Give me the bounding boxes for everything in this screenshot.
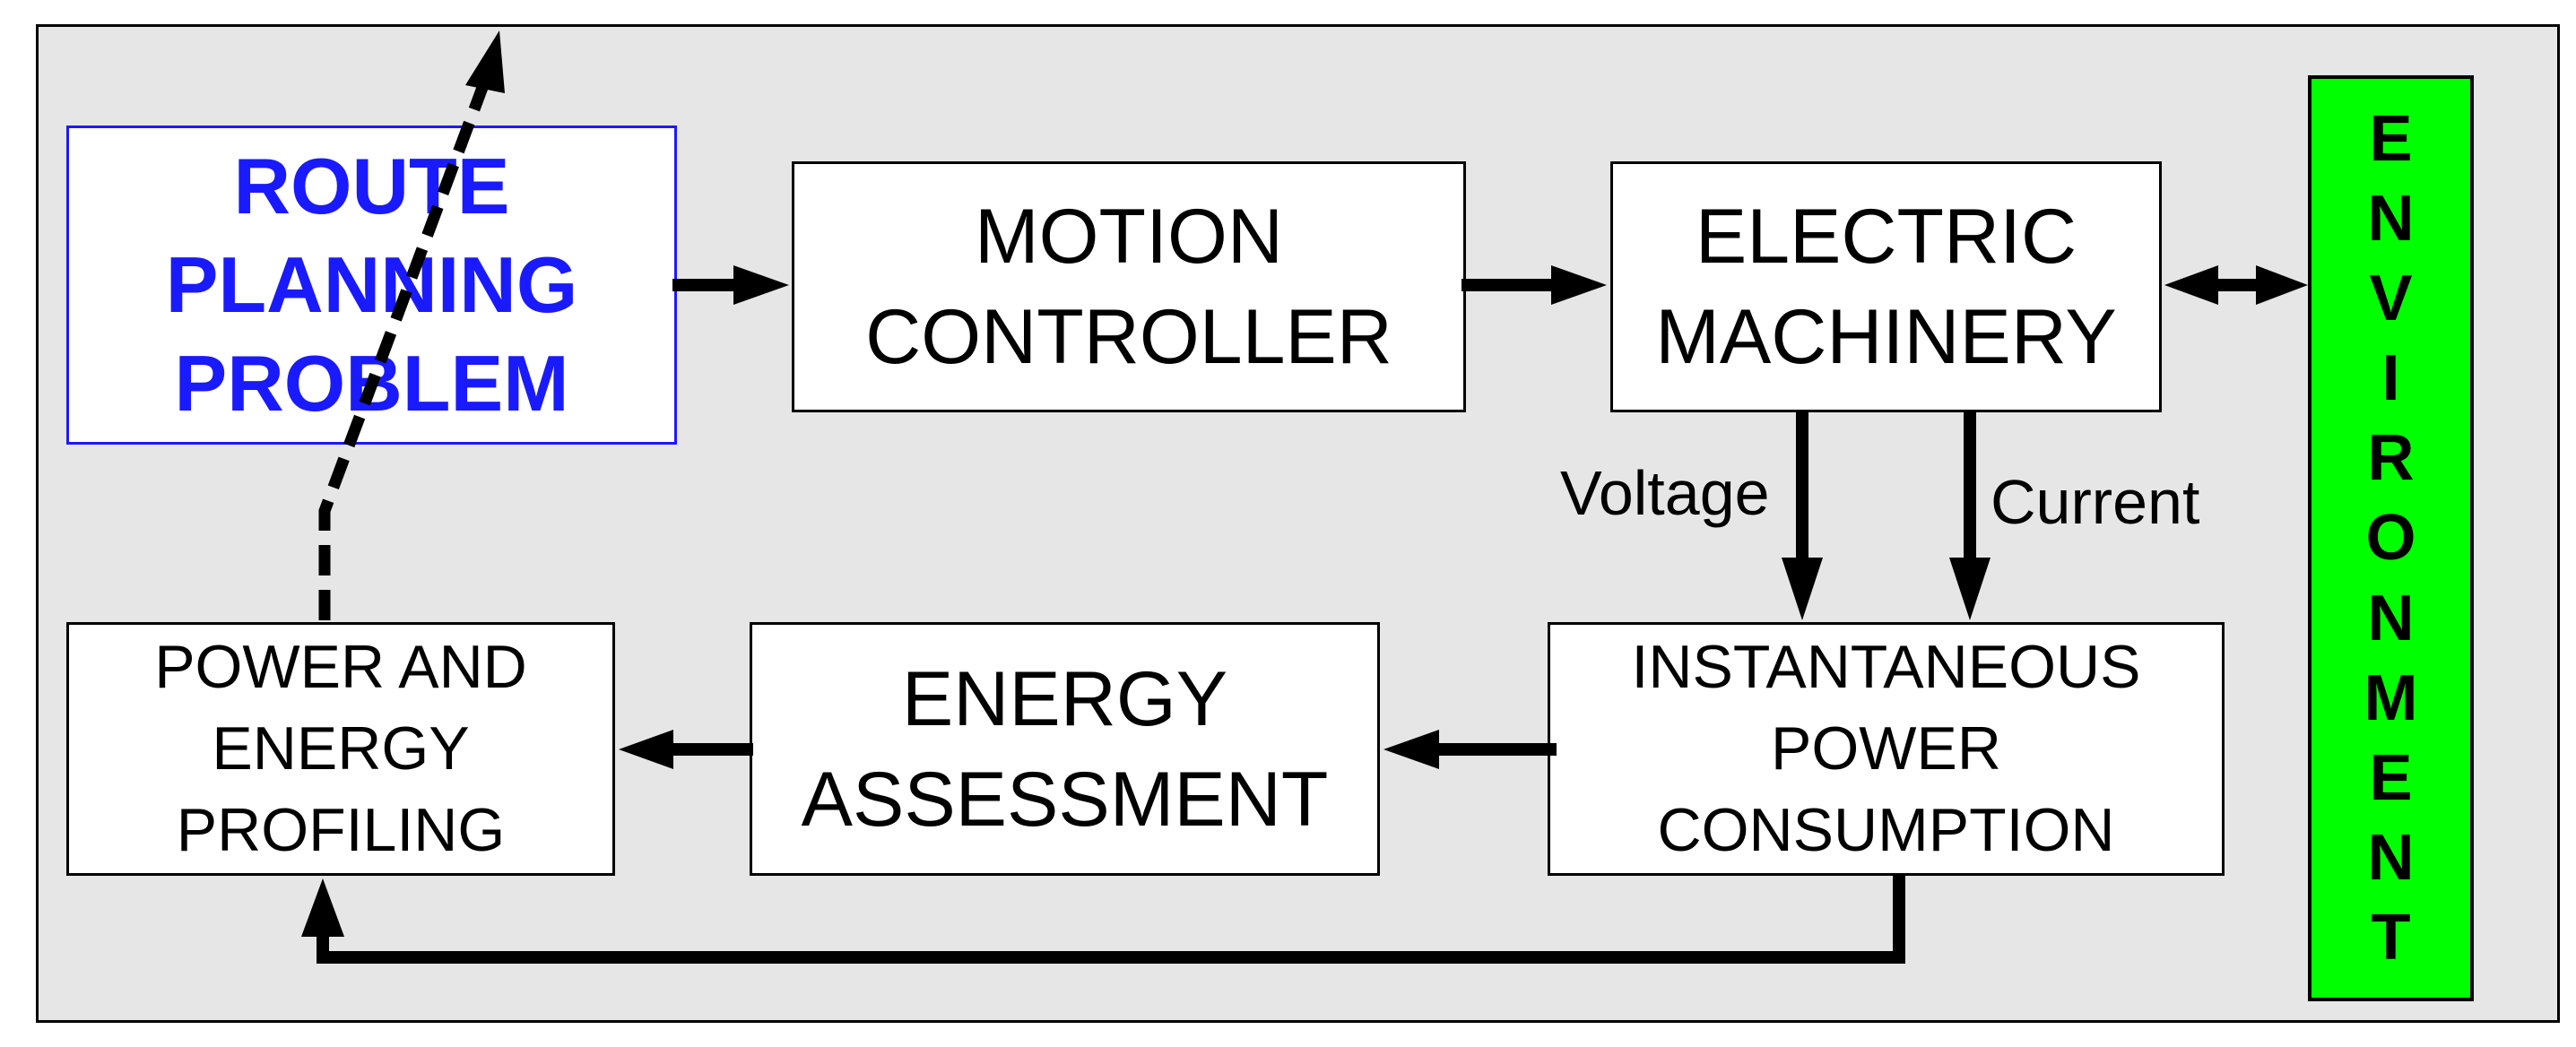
voltage-label: Voltage <box>1560 458 1770 528</box>
route-line-2: PLANNING <box>165 240 578 329</box>
assessment-line-2: ASSESSMENT <box>801 756 1329 843</box>
motion-controller-block: MOTION CONTROLLER <box>792 161 1466 412</box>
route-planning-problem-block: ROUTE PLANNING PROBLEM <box>66 125 677 445</box>
instantaneous-power-consumption-block: INSTANTANEOUS POWER CONSUMPTION <box>1548 622 2225 876</box>
environment-letter: N <box>2367 821 2415 894</box>
electric-line-1: ELECTRIC <box>1695 194 2077 280</box>
electric-line-2: MACHINERY <box>1655 294 2117 380</box>
profiling-line-1: POWER AND <box>154 633 527 701</box>
environment-letter: R <box>2367 422 2415 495</box>
current-label: Current <box>1991 467 2200 537</box>
environment-letter: E <box>2369 103 2413 176</box>
profiling-line-2: ENERGY <box>212 714 470 783</box>
environment-letter: M <box>2364 662 2418 734</box>
profiling-line-3: PROFILING <box>176 796 506 864</box>
environment-letter: T <box>2371 901 2411 973</box>
environment-letter: N <box>2367 183 2415 255</box>
motion-line-2: CONTROLLER <box>865 294 1392 380</box>
power-line-2: POWER <box>1771 714 2001 783</box>
power-line-1: INSTANTANEOUS <box>1631 633 2141 701</box>
route-line-1: ROUTE <box>233 142 510 230</box>
environment-letter: I <box>2381 342 2400 415</box>
environment-letter: E <box>2369 741 2413 814</box>
environment-letter: N <box>2367 582 2415 654</box>
power-line-3: CONSUMPTION <box>1657 796 2115 864</box>
route-line-3: PROBLEM <box>174 339 569 428</box>
environment-letter: V <box>2369 263 2413 335</box>
motion-line-1: MOTION <box>975 194 1283 280</box>
power-energy-profiling-block: POWER AND ENERGY PROFILING <box>66 622 615 876</box>
energy-assessment-block: ENERGY ASSESSMENT <box>750 622 1380 876</box>
environment-letter: O <box>2365 502 2416 575</box>
assessment-line-1: ENERGY <box>901 655 1228 742</box>
environment-block: E N V I R O N M E N T <box>2308 75 2474 1001</box>
electric-machinery-block: ELECTRIC MACHINERY <box>1610 161 2162 412</box>
